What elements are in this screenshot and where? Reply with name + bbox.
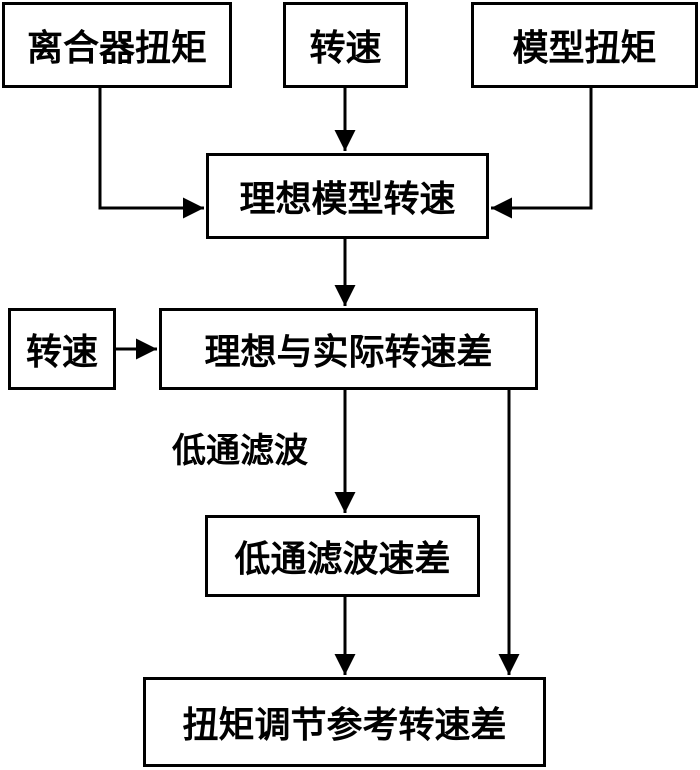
lowpass-speed-diff-node: 低通滤波速差 — [205, 515, 480, 597]
arrow-model-to-ideal — [491, 88, 593, 219]
speed-left-node: 转速 — [8, 308, 116, 390]
model-torque-node: 模型扭矩 — [471, 2, 698, 88]
clutch-torque-node: 离合器扭矩 — [2, 2, 232, 88]
lowpass-filter-label: 低通滤波 — [172, 431, 308, 471]
ideal-model-speed-node: 理想模型转速 — [206, 153, 489, 239]
torque-adjust-ref-speed-diff-node: 扭矩调节参考转速差 — [143, 677, 546, 767]
arrow-clutch-to-ideal — [98, 88, 204, 219]
ideal-actual-speed-diff-node: 理想与实际转速差 — [159, 308, 538, 390]
speed-top-node: 转速 — [283, 2, 408, 88]
